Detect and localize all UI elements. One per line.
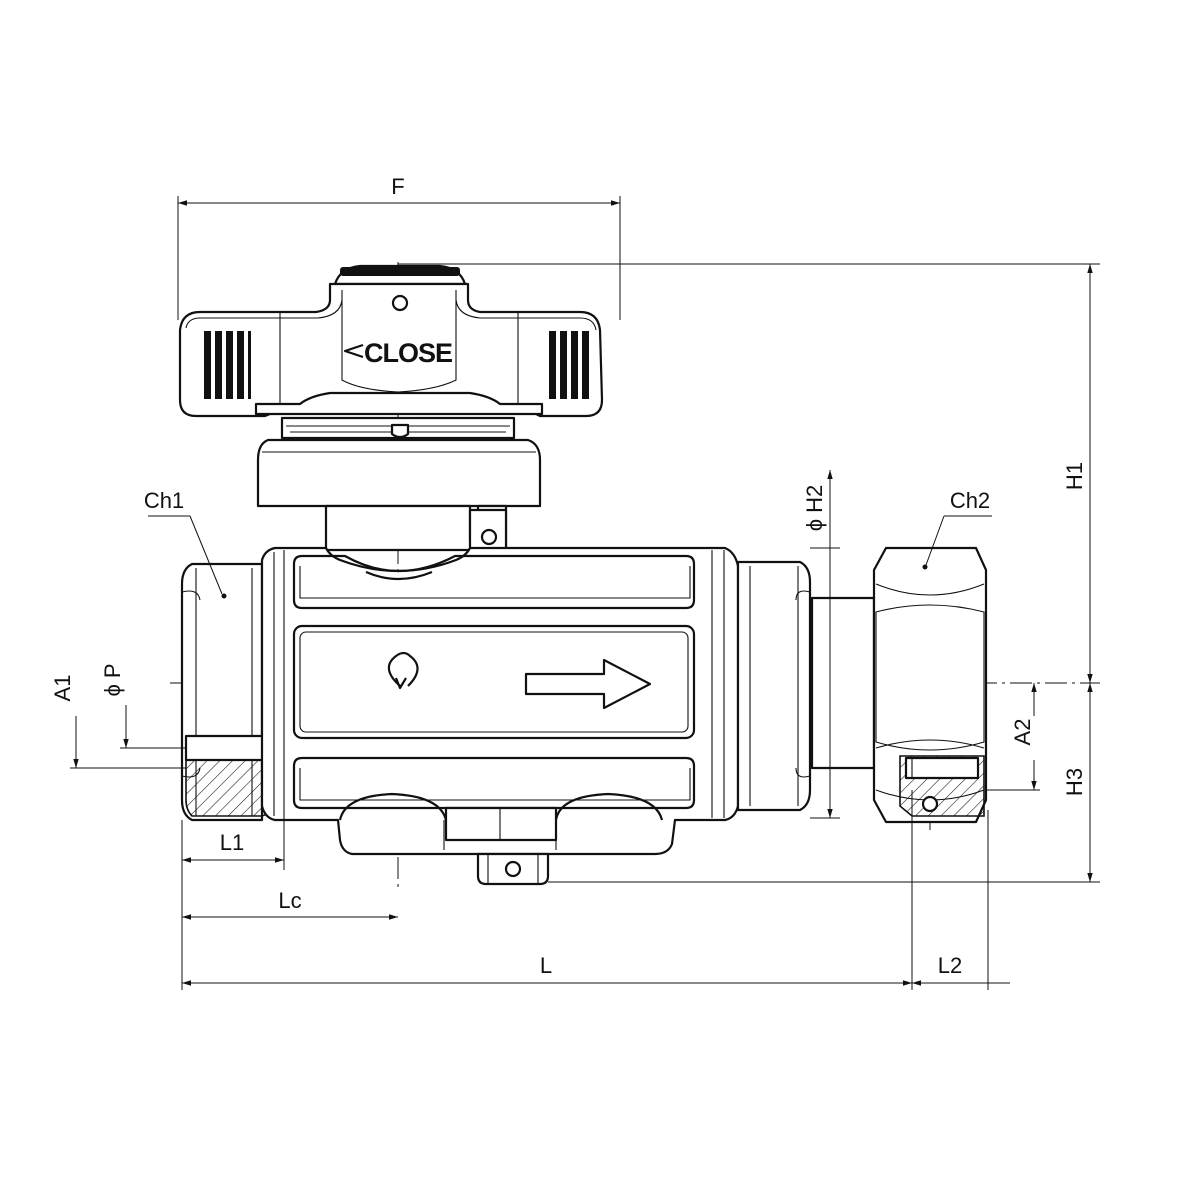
label-Ch2: Ch2 (950, 488, 990, 513)
left-grip-ribs (204, 331, 251, 399)
dim-label-H2: ϕ H2 (802, 485, 827, 532)
right-threaded-end (736, 560, 876, 812)
handle-close-label: CLOSE (364, 338, 452, 368)
dim-label-Lc: Lc (278, 888, 301, 913)
label-Ch1: Ch1 (144, 488, 184, 513)
valve-bonnet (256, 416, 542, 552)
flow-direction-arrow (524, 658, 652, 710)
valve-body (260, 546, 740, 886)
hex-nut (872, 546, 988, 824)
dim-label-F: F (391, 174, 404, 199)
dim-label-A2: A2 (1010, 719, 1035, 746)
dim-label-L: L (540, 953, 552, 978)
dim-label-H1: H1 (1062, 462, 1087, 490)
dim-label-P: ϕ P (100, 663, 125, 696)
valve-handle: CLOSE (178, 264, 604, 418)
right-grip-ribs (549, 331, 589, 399)
dim-label-H3: H3 (1062, 768, 1087, 796)
dimension-lines (70, 196, 1100, 990)
dim-label-A1: A1 (50, 675, 75, 702)
left-threaded-end (180, 562, 300, 822)
dim-label-L2: L2 (938, 953, 962, 978)
ball-symbol (387, 651, 419, 687)
dim-label-L1: L1 (220, 830, 244, 855)
